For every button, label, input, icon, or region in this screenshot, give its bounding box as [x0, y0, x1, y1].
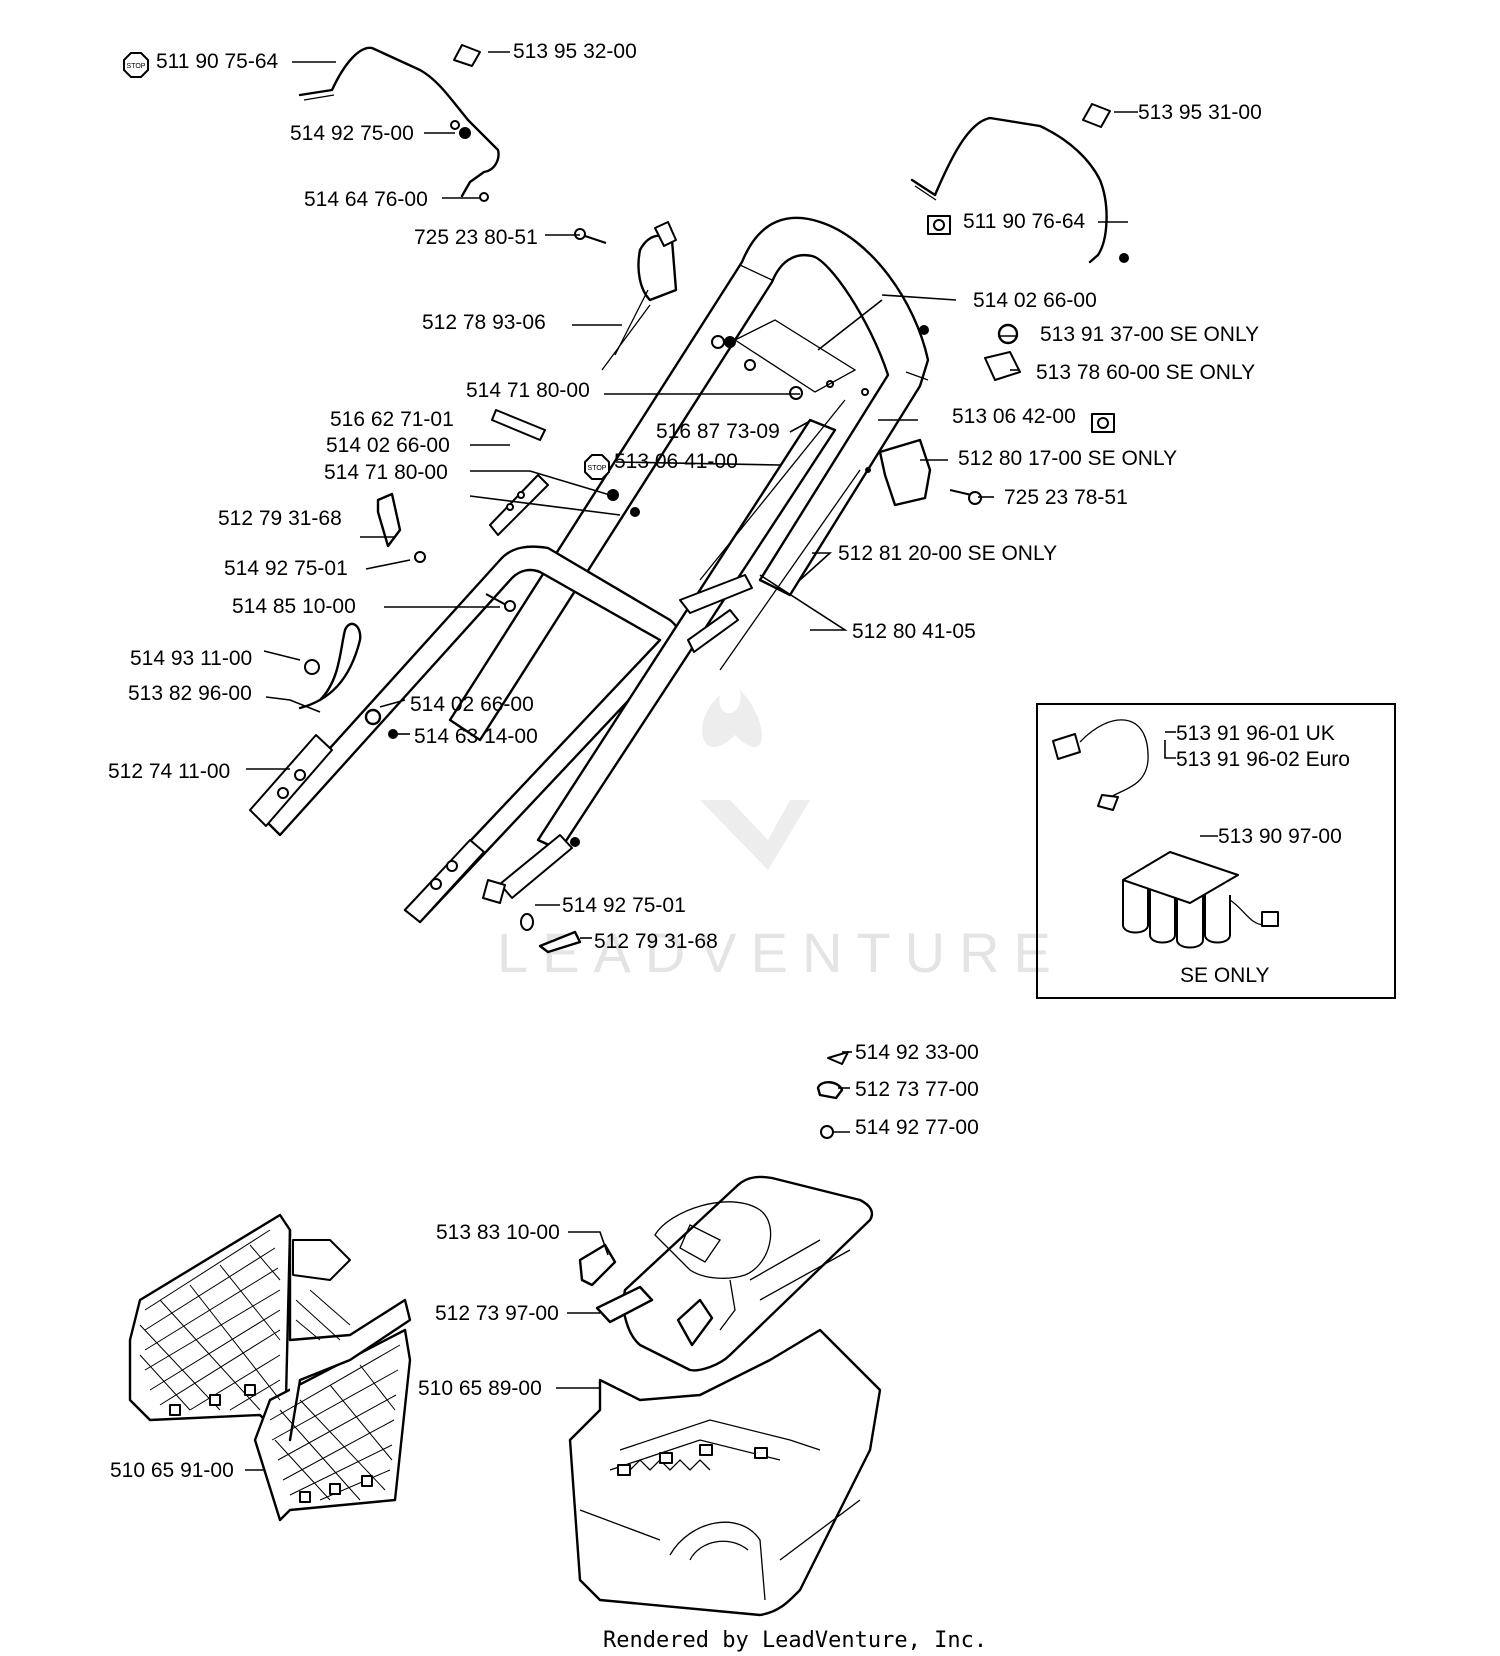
part-label: 514 02 66-00 — [326, 434, 450, 457]
brush-strip — [595, 1285, 654, 1324]
lower-handle-bracket-left — [249, 734, 333, 827]
inset-label-battery: 513 90 97-00 — [1218, 825, 1342, 848]
part-label: 513 78 60-00 SE ONLY — [1036, 361, 1255, 384]
part-label: 512 73 77-00 — [855, 1078, 979, 1101]
handle-knob — [376, 492, 402, 548]
rear-guard — [578, 1051, 874, 1372]
part-label: 725 23 78-51 — [1004, 486, 1128, 509]
part-label: 511 90 76-64 — [963, 210, 1086, 233]
upper-control-bail-left — [298, 44, 500, 202]
part-label: 514 92 33-00 — [855, 1041, 979, 1064]
part-labels: 511 90 75-64 513 95 32-00 514 92 75-00 5… — [108, 40, 1262, 1482]
lower-knob — [538, 930, 582, 954]
part-label: 514 64 76-00 — [304, 188, 428, 211]
se-kit-inset: 513 91 96-01 UK 513 91 96-02 Euro 513 90… — [1036, 703, 1396, 999]
part-label: 512 80 41-05 — [852, 620, 976, 643]
rope-guide — [298, 622, 362, 710]
label-tag-1 — [453, 44, 481, 67]
part-label: 512 79 31-68 — [594, 930, 718, 953]
part-label: 513 06 42-00 — [952, 405, 1076, 428]
part-label: 510 65 91-00 — [110, 1459, 234, 1482]
stop-icon: STOP — [584, 454, 610, 480]
part-label: 514 02 66-00 — [410, 693, 534, 716]
part-label: 513 95 32-00 — [513, 40, 637, 63]
leader-lines — [245, 51, 1138, 1471]
operator-presence-icon — [1091, 413, 1115, 433]
part-label: 510 65 89-00 — [418, 1377, 542, 1400]
part-label: 511 90 75-64 — [156, 50, 279, 73]
part-label: 512 73 97-00 — [435, 1302, 559, 1325]
part-label: 516 87 73-09 — [656, 420, 780, 443]
part-label: 725 23 80-51 — [414, 226, 538, 249]
part-label: 512 81 20-00 SE ONLY — [838, 542, 1057, 565]
part-label: 514 63 14-00 — [414, 725, 538, 748]
part-label: 516 62 71-01 — [330, 408, 454, 431]
charger-plug-icon — [1052, 733, 1081, 760]
inset-label-uk: 513 91 96-01 UK — [1176, 722, 1335, 745]
part-label: 514 02 66-00 — [973, 289, 1097, 312]
part-label: 513 06 41-00 — [614, 450, 738, 473]
upper-handle — [448, 216, 930, 742]
throttle-lever — [637, 234, 678, 302]
small-parts — [298, 221, 1021, 954]
part-label: 514 93 11-00 — [130, 647, 252, 670]
cables — [601, 304, 871, 671]
part-label: 514 92 75-01 — [224, 557, 348, 580]
part-label: 513 82 96-00 — [128, 682, 252, 705]
part-label: 514 85 10-00 — [232, 595, 356, 618]
stop-icon: STOP — [123, 52, 149, 78]
se-switch — [984, 351, 1021, 381]
watermark-text: LEADVENTURE — [497, 921, 1065, 984]
se-knob — [997, 323, 1019, 345]
part-label: 513 83 10-00 — [436, 1221, 560, 1244]
part-label: 514 92 75-01 — [562, 894, 686, 917]
svg-text:STOP: STOP — [588, 465, 607, 472]
label-tag-2 — [1082, 103, 1111, 128]
svg-text:STOP: STOP — [127, 63, 146, 70]
inset-label-euro: 513 91 96-02 Euro — [1176, 748, 1350, 771]
footer-credit: Rendered by LeadVenture, Inc. — [603, 1628, 987, 1653]
part-label: 512 78 93-06 — [422, 311, 546, 334]
part-label: 514 71 80-00 — [466, 379, 590, 402]
part-label: 514 92 75-00 — [290, 122, 414, 145]
inset-note: SE ONLY — [1180, 964, 1269, 987]
part-label: 512 79 31-68 — [218, 507, 342, 530]
operator-presence-icon — [927, 215, 951, 235]
part-label: 514 92 77-00 — [855, 1116, 979, 1139]
flame-logo-icon — [700, 690, 810, 870]
lower-side-tube — [482, 418, 837, 904]
grass-catcher — [568, 1328, 882, 1617]
se-bracket — [878, 438, 932, 507]
mesh-pattern — [139, 1229, 401, 1501]
upper-control-bail-right — [910, 103, 1129, 264]
battery-pack-icon — [1122, 851, 1279, 949]
deflector-hook — [578, 1243, 617, 1287]
part-label: 512 74 11-00 — [108, 760, 230, 783]
part-label: 512 80 17-00 SE ONLY — [958, 447, 1177, 470]
part-label: 513 91 37-00 SE ONLY — [1040, 323, 1259, 346]
part-label: 514 71 80-00 — [324, 461, 448, 484]
bolt-1 — [581, 234, 607, 244]
part-label: 513 95 31-00 — [1138, 101, 1262, 124]
watermark: LEADVENTURE — [497, 690, 1065, 984]
catcher-mesh-sides — [128, 1213, 412, 1522]
lower-handle-bracket-right — [404, 839, 485, 923]
